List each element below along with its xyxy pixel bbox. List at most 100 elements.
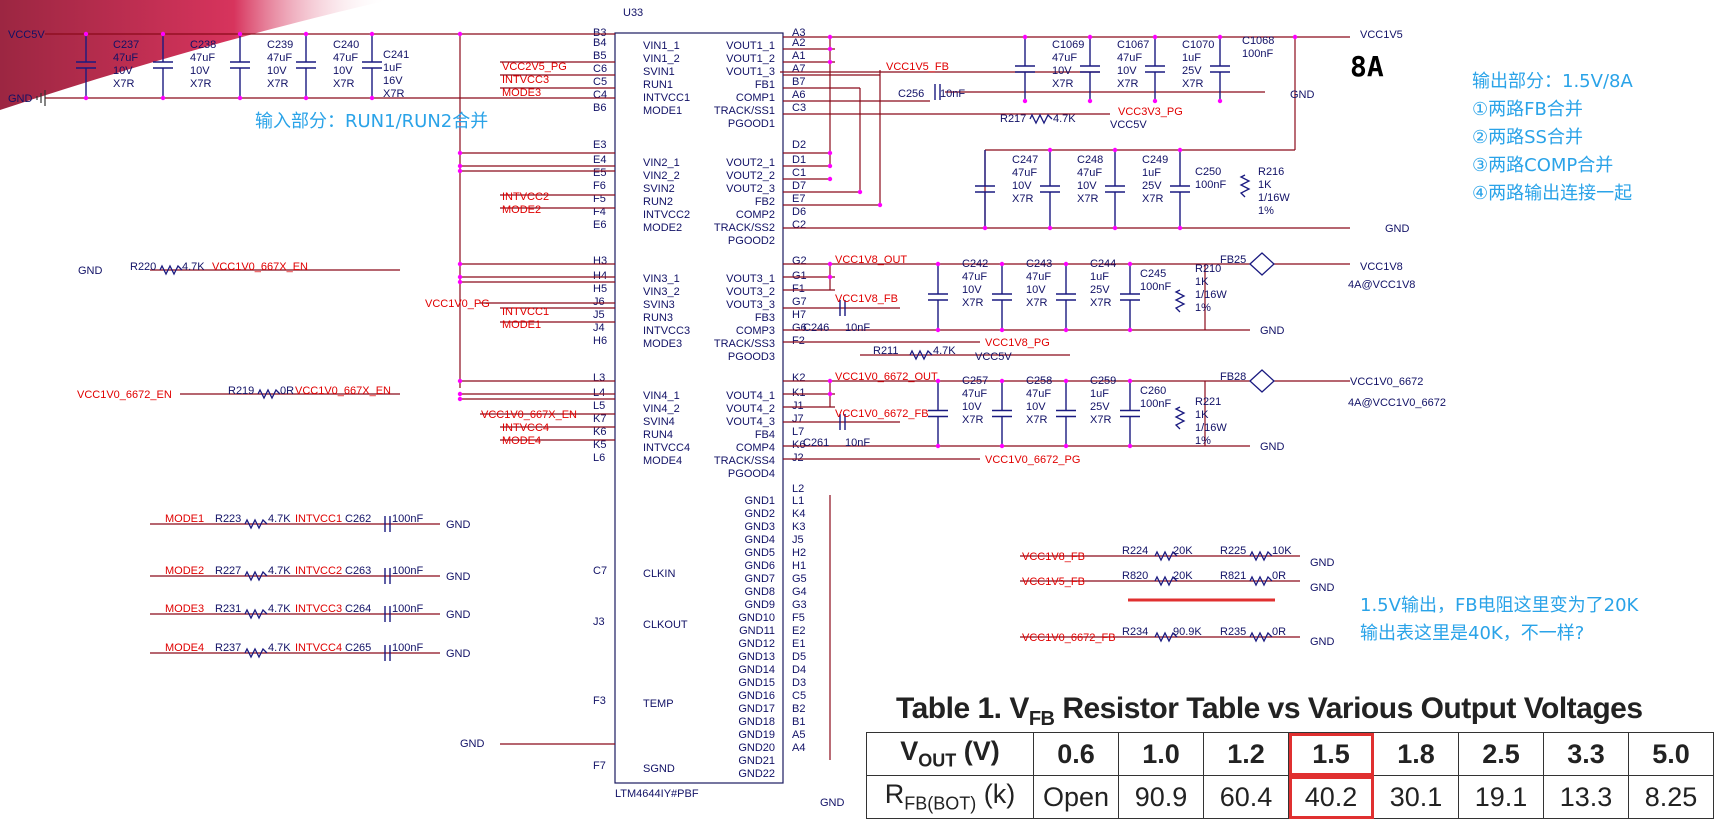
junction-dot <box>827 261 833 267</box>
chip-pin-name: GND1 <box>744 495 775 507</box>
chip-pin-number: A7 <box>792 63 805 75</box>
junction-dot <box>1063 378 1069 384</box>
chip-pin-number: D7 <box>792 180 806 192</box>
component-value: 10nF <box>845 322 870 334</box>
component-value: 47uF <box>1117 52 1142 64</box>
output-note-line: ②两路SS合并 <box>1472 127 1583 148</box>
junction-dot <box>827 163 833 169</box>
chip-pin-name: VIN4_1 <box>643 390 680 402</box>
chip-pin-number: E7 <box>792 193 805 205</box>
component-value: X7R <box>1052 78 1073 90</box>
component-value: 25V <box>1182 65 1202 77</box>
component-value: 10V <box>1077 180 1097 192</box>
table-cell: 60.4 <box>1203 775 1289 819</box>
component-value: X7R <box>1026 414 1047 426</box>
resistor-symbol <box>909 349 933 361</box>
chip-pin-number: H2 <box>792 547 806 559</box>
component-value: X7R <box>1077 193 1098 205</box>
chip-pin-name: GND6 <box>744 560 775 572</box>
table-title: Table 1. VFB Resistor Table vs Various O… <box>896 692 1643 730</box>
component-ref: C247 <box>1012 154 1038 166</box>
chip-pin-number: K1 <box>792 387 805 399</box>
chip-pin-number: C4 <box>593 89 607 101</box>
component-ref: C244 <box>1090 258 1116 270</box>
chip-pin-number: E4 <box>593 154 606 166</box>
chip-pin-number: B3 <box>593 27 606 39</box>
input-note: 输入部分：RUN1/RUN2合并 <box>255 111 489 132</box>
component-ref: C246 <box>803 322 829 334</box>
component-value: 47uF <box>962 271 987 283</box>
component-ref: C259 <box>1090 375 1116 387</box>
junction-dot <box>1022 98 1028 104</box>
component-ref: C264 <box>345 603 371 615</box>
net-note: 4A@VCC1V0_6672 <box>1348 397 1446 409</box>
chip-pin-number: D4 <box>792 664 806 676</box>
chip-pin-number: F1 <box>792 283 805 295</box>
net-label-gnd: GND <box>446 609 471 621</box>
chip-pin-name: GND18 <box>738 716 775 728</box>
junction-dot <box>1152 98 1158 104</box>
junction-dot <box>935 443 941 449</box>
component-ref: C238 <box>190 39 216 51</box>
net-label: VCC3V3_PG <box>1118 106 1183 118</box>
table-row-rfb: RFB(BOT) (k) Open 90.9 60.4 40.2 30.1 19… <box>866 775 1714 819</box>
chip-pin-name: VIN2_1 <box>643 157 680 169</box>
net-label: INTVCC2 <box>502 191 549 203</box>
chip-pin-number: K6 <box>593 426 606 438</box>
chip-pin-name: PGOOD3 <box>728 351 775 363</box>
junction-dot <box>1217 34 1223 40</box>
chip-pin-name: GND7 <box>744 573 775 585</box>
net-label: VCC1V0_6672_OUT <box>835 371 938 383</box>
junction-dot <box>827 391 833 397</box>
chip-pin-name: TEMP <box>643 698 674 710</box>
component-value: 4.7K <box>182 261 205 273</box>
junction-dot <box>1127 378 1133 384</box>
fb28-symbol <box>1249 369 1275 393</box>
component-value: 10V <box>1012 180 1032 192</box>
component-value: 4.7K <box>1053 113 1076 125</box>
chip-pin-name: GND13 <box>738 651 775 663</box>
component-value: 10V <box>962 401 982 413</box>
junction-dot <box>1112 225 1118 231</box>
chip-pin-number: A6 <box>792 89 805 101</box>
junction-dot <box>1127 261 1133 267</box>
chip-pin-name: FB1 <box>755 79 775 91</box>
junction-dot <box>827 378 833 384</box>
chip-pin-number: C7 <box>593 565 607 577</box>
component-ref: C240 <box>333 39 359 51</box>
table-cell-highlighted: 40.2 <box>1288 775 1374 819</box>
output-current-label: 8A <box>1350 50 1384 83</box>
chip-pin-name: SVIN4 <box>643 416 675 428</box>
component-ref: R211 <box>873 345 898 357</box>
net-label: VCC1V5_FB <box>1022 576 1085 588</box>
chip-pin-number: H4 <box>593 270 607 282</box>
schematic-labels: C23747uF10VX7RC23847uF10VX7RC23947uF10VX… <box>8 29 1446 809</box>
component-value: 47uF <box>113 52 138 64</box>
resistor-symbol <box>1249 550 1273 562</box>
chip-pin-number: A4 <box>792 742 805 754</box>
component-value: 0R <box>1272 626 1286 638</box>
component-value: 1uF <box>1182 52 1201 64</box>
junction-dot <box>1217 98 1223 104</box>
component-ref: C243 <box>1026 258 1052 270</box>
junction-dot <box>1022 34 1028 40</box>
chip-pin-number: J2 <box>792 452 804 464</box>
net-label-gnd: GND <box>820 797 845 809</box>
junction-dot <box>1063 443 1069 449</box>
resistor-symbol <box>1239 174 1251 198</box>
net-label: VCC1V5_FB <box>886 61 949 73</box>
output-note-line: 输出部分：1.5V/8A <box>1472 71 1633 92</box>
chip-pin-name: GND19 <box>738 729 775 741</box>
net-label: INTVCC2 <box>295 565 342 577</box>
junction-dot <box>1127 327 1133 333</box>
net-label: VCC2V5_PG <box>502 61 567 73</box>
component-value: 20K <box>1173 545 1193 557</box>
chip-pin-number: F5 <box>792 612 805 624</box>
chip-pin-number: B2 <box>792 703 805 715</box>
junction-dot <box>303 31 309 37</box>
net-label-vcc1v5: VCC1V5 <box>1360 29 1403 41</box>
component-value: 10V <box>113 65 133 77</box>
chip-pin-name: CLKIN <box>643 568 675 580</box>
net-label: VCC1V8_FB <box>1022 551 1085 563</box>
net-label-gnd: GND <box>1310 557 1335 569</box>
